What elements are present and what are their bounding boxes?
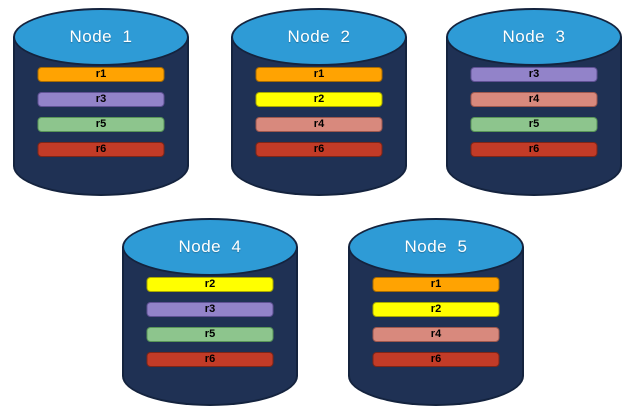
replica-bar: r1 [255, 67, 383, 82]
replica-bar: r5 [470, 117, 598, 132]
replica-label: r4 [528, 93, 540, 105]
replica-bar: r5 [37, 117, 165, 132]
cylinder-top: Node 5 [348, 218, 524, 276]
replica-label: r2 [313, 93, 325, 105]
replica-bar: r6 [37, 142, 165, 157]
replica-bar-list: r1 r2 r4 r6 [372, 277, 500, 367]
cylinder-top: Node 4 [122, 218, 298, 276]
replica-label: r5 [95, 118, 107, 130]
replica-label: r2 [204, 278, 216, 290]
node-cylinder-1: Node 1 r1 r3 r5 r6 [13, 8, 189, 196]
replica-label: r6 [95, 143, 107, 155]
replica-label: r6 [204, 353, 216, 365]
replica-label: r3 [528, 68, 540, 80]
replica-label: r3 [95, 93, 107, 105]
replica-label: r1 [95, 68, 107, 80]
node-cylinder-4: Node 4 r2 r3 r5 r6 [122, 218, 298, 406]
replica-bar: r5 [146, 327, 274, 342]
replica-bar: r3 [146, 302, 274, 317]
replica-label: r5 [204, 328, 216, 340]
node-label: Node 1 [69, 27, 133, 46]
replica-bar: r2 [372, 302, 500, 317]
node-cylinder-2: Node 2 r1 r2 r4 r6 [231, 8, 407, 196]
replica-bar: r3 [37, 92, 165, 107]
node-label: Node 2 [287, 27, 351, 46]
replica-bar: r3 [470, 67, 598, 82]
replica-label: r3 [204, 303, 216, 315]
replica-label: r4 [430, 328, 442, 340]
replica-label: r6 [528, 143, 540, 155]
replica-label: r1 [430, 278, 442, 290]
replica-bar: r2 [146, 277, 274, 292]
replica-bar: r6 [255, 142, 383, 157]
replica-label: r6 [313, 143, 325, 155]
replica-bar: r6 [470, 142, 598, 157]
replica-label: r5 [528, 118, 540, 130]
replica-bar-list: r2 r3 r5 r6 [146, 277, 274, 367]
cylinder-top: Node 2 [231, 8, 407, 66]
replica-bar: r4 [255, 117, 383, 132]
replica-bar-list: r1 r3 r5 r6 [37, 67, 165, 157]
replica-label: r2 [430, 303, 442, 315]
replica-bar: r1 [372, 277, 500, 292]
replica-bar: r6 [372, 352, 500, 367]
replica-label: r6 [430, 353, 442, 365]
replica-label: r4 [313, 118, 325, 130]
replica-bar: r4 [470, 92, 598, 107]
cylinder-top: Node 3 [446, 8, 622, 66]
node-cylinder-3: Node 3 r3 r4 r5 r6 [446, 8, 622, 196]
replica-label: r1 [313, 68, 325, 80]
node-label: Node 5 [404, 237, 468, 256]
node-label: Node 4 [178, 237, 242, 256]
replica-bar: r6 [146, 352, 274, 367]
node-label: Node 3 [502, 27, 566, 46]
replica-bar: r4 [372, 327, 500, 342]
replica-bar-list: r1 r2 r4 r6 [255, 67, 383, 157]
cylinder-top: Node 1 [13, 8, 189, 66]
replica-bar: r1 [37, 67, 165, 82]
replica-bar-list: r3 r4 r5 r6 [470, 67, 598, 157]
node-cylinder-5: Node 5 r1 r2 r4 r6 [348, 218, 524, 406]
replica-bar: r2 [255, 92, 383, 107]
